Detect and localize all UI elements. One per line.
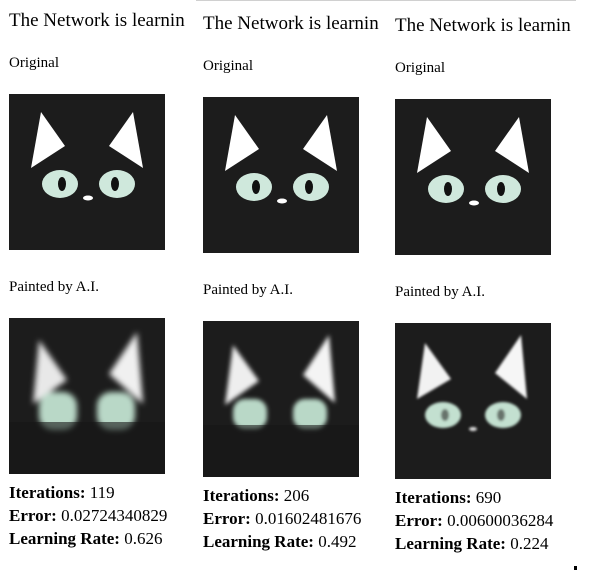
learning-rate-label: Learning Rate: (203, 532, 314, 551)
learning-rate-value: 0.492 (318, 532, 357, 551)
panel-heading: The Network is learnin (203, 13, 379, 34)
error-value: 0.01602481676 (255, 509, 362, 528)
iterations-value: 690 (475, 488, 502, 507)
top-divider (196, 0, 576, 1)
painted-image (395, 323, 551, 479)
error-label: Error: (395, 511, 443, 530)
original-image (395, 99, 551, 255)
error-label: Error: (9, 506, 57, 525)
iterations-stat: Iterations: 119 (9, 483, 115, 503)
iterations-stat: Iterations: 690 (395, 488, 501, 508)
painted-label: Painted by A.I. (203, 282, 293, 298)
painted-label: Painted by A.I. (395, 284, 485, 300)
error-stat: Error: 0.01602481676 (203, 509, 361, 529)
error-value: 0.02724340829 (61, 506, 168, 525)
learning-rate-stat: Learning Rate: 0.224 (395, 534, 548, 554)
iterations-label: Iterations: (9, 483, 86, 502)
error-label: Error: (203, 509, 251, 528)
panel-2: The Network is learnin Original Painted … (203, 0, 393, 584)
iterations-label: Iterations: (395, 488, 472, 507)
panel-3: The Network is learnin Original Painted … (395, 0, 585, 584)
panel-1: The Network is learnin Original Painted … (9, 0, 199, 584)
iterations-value: 119 (89, 483, 115, 502)
original-label: Original (203, 58, 253, 74)
iterations-value: 206 (283, 486, 310, 505)
error-stat: Error: 0.02724340829 (9, 506, 167, 526)
learning-rate-stat: Learning Rate: 0.492 (203, 532, 356, 552)
learning-rate-label: Learning Rate: (395, 534, 506, 553)
error-stat: Error: 0.00600036284 (395, 511, 553, 531)
painted-label: Painted by A.I. (9, 279, 99, 295)
learning-rate-value: 0.626 (124, 529, 163, 548)
painted-image (9, 318, 165, 474)
learning-rate-label: Learning Rate: (9, 529, 120, 548)
error-value: 0.00600036284 (447, 511, 554, 530)
original-image (203, 97, 359, 253)
panel-heading: The Network is learnin (395, 15, 571, 36)
iterations-label: Iterations: (203, 486, 280, 505)
learning-rate-value: 0.224 (510, 534, 549, 553)
original-label: Original (395, 60, 445, 76)
text-cursor-icon (574, 566, 577, 570)
iterations-stat: Iterations: 206 (203, 486, 309, 506)
painted-image (203, 321, 359, 477)
panel-heading: The Network is learnin (9, 10, 185, 31)
original-image (9, 94, 165, 250)
learning-rate-stat: Learning Rate: 0.626 (9, 529, 162, 549)
original-label: Original (9, 55, 59, 71)
